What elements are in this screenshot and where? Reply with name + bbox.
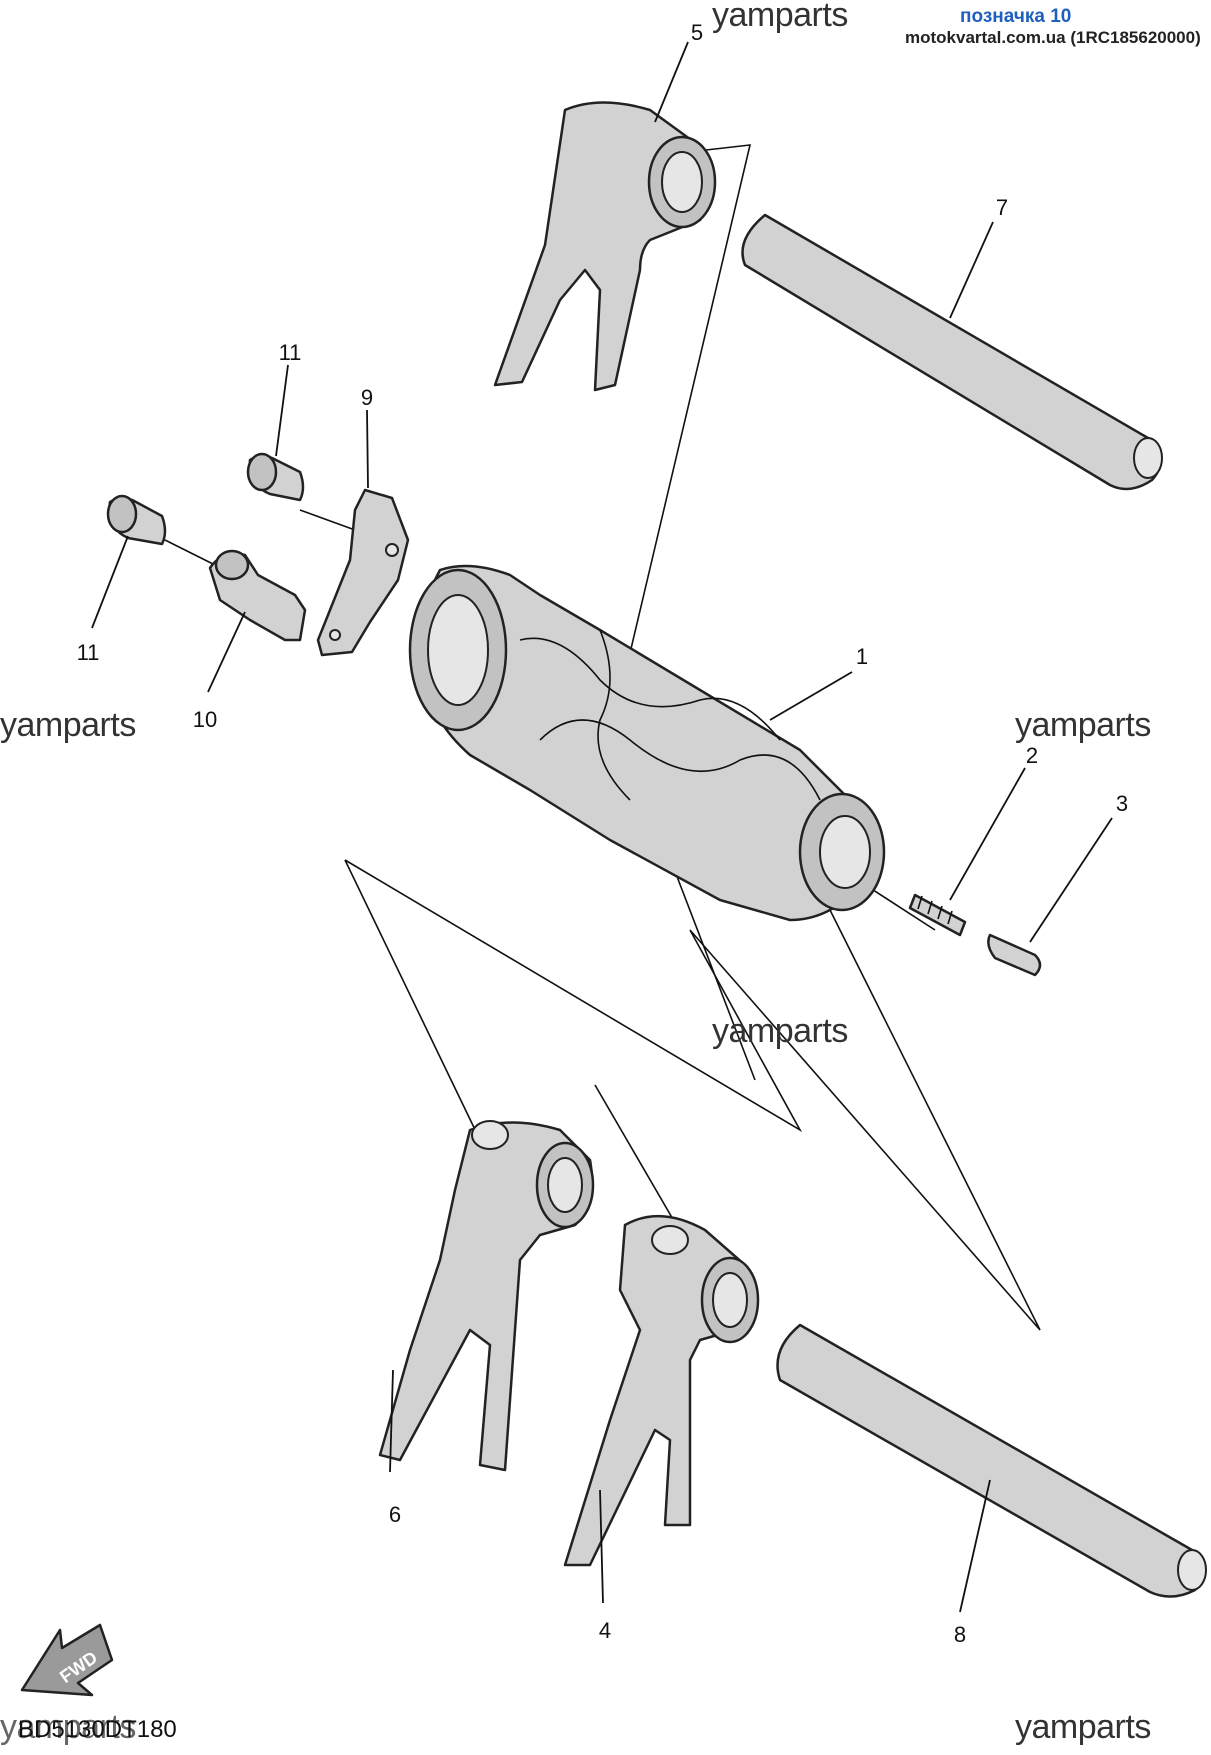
callout-10: 10 [193, 707, 217, 732]
leader-7 [949, 221, 994, 319]
shift-fork-shaft-7 [741, 213, 1163, 491]
shift-drum-1 [408, 564, 886, 922]
callout-numbers: 5 7 11 9 11 10 1 2 3 6 4 8 [77, 20, 1129, 1647]
spring-2 [908, 893, 967, 937]
callout-11-lower: 11 [77, 640, 100, 665]
screw-11-lower [106, 494, 167, 546]
watermark-bottom-left: yamparts [0, 1708, 136, 1746]
assembly-guide-lines [164, 144, 1041, 1331]
leader-1 [769, 671, 853, 721]
stopper-lever-10 [208, 549, 307, 642]
leader-6 [389, 1369, 394, 1473]
callout-5: 5 [691, 20, 703, 45]
watermark-center: yamparts [712, 1012, 848, 1050]
callout-3: 3 [1116, 791, 1128, 816]
watermark-right: yamparts [1015, 706, 1151, 744]
shift-fork-shaft-8 [776, 1323, 1207, 1598]
callout-2: 2 [1026, 743, 1038, 768]
source-label: motokvartal.com.ua (1RC185620000) [905, 28, 1201, 47]
shift-fork-6 [378, 1120, 595, 1472]
leader-3 [1029, 817, 1113, 943]
leader-8 [959, 1479, 991, 1613]
reference-label: позначка 10 [960, 6, 1072, 27]
stopper-plate-9 [316, 488, 410, 657]
screw-11-upper [246, 452, 305, 502]
watermark-bottom-right: yamparts [1015, 1708, 1151, 1746]
guide-line-fork-5 [599, 144, 752, 781]
callout-4: 4 [599, 1618, 611, 1643]
watermark-left: yamparts [0, 706, 136, 744]
leader-11a [275, 364, 289, 457]
callout-6: 6 [389, 1502, 401, 1527]
guide-line-screw-11b [164, 539, 216, 566]
leader-9 [366, 409, 369, 489]
shift-fork-5 [493, 101, 717, 392]
callout-7: 7 [996, 195, 1008, 220]
leader-11b [91, 535, 129, 629]
callout-11-upper: 11 [279, 340, 302, 365]
watermark-top: yamparts [712, 0, 848, 34]
guide-line-forks-lower [344, 859, 1041, 1331]
callout-9: 9 [361, 385, 373, 410]
drawing-code: BD5130DT180 [18, 1716, 177, 1743]
fwd-arrow-icon: FWD [20, 1623, 114, 1697]
pin-3 [987, 933, 1042, 977]
guide-line-drum [662, 839, 756, 1081]
leader-10 [207, 611, 246, 693]
guide-line-screw-11a [299, 509, 356, 531]
leader-2 [949, 767, 1026, 901]
guide-line-fork-4 [594, 1084, 686, 1241]
leader-lines [91, 41, 1113, 1613]
leader-5 [654, 41, 689, 123]
callout-1: 1 [856, 644, 868, 669]
leader-4 [599, 1489, 604, 1604]
guide-line-fork-6 [344, 859, 481, 1141]
callout-8: 8 [954, 1622, 966, 1647]
shift-fork-4 [563, 1214, 760, 1567]
